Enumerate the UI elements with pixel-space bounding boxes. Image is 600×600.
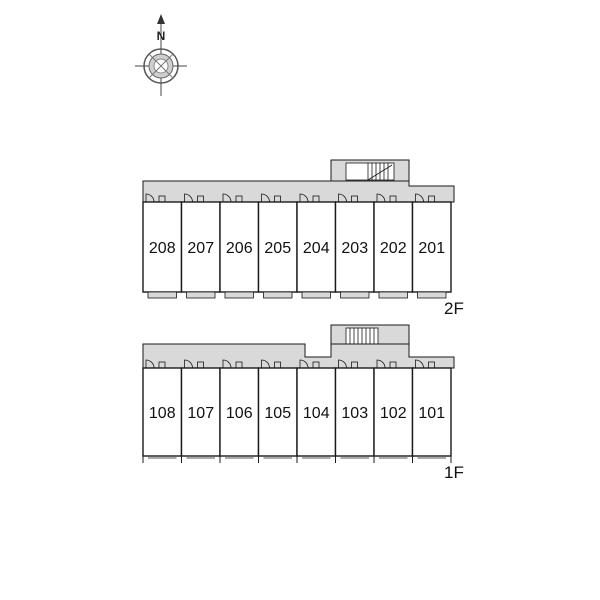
door-icon [222, 359, 232, 369]
unit-205: 205 [257, 193, 298, 299]
meter-icon [235, 195, 243, 203]
unit-101: 101 [411, 359, 452, 463]
door-icon [145, 193, 155, 203]
door-icon [376, 193, 386, 203]
unit-number: 208 [149, 240, 176, 257]
unit-number: 202 [380, 240, 407, 257]
unit-104: 104 [296, 359, 337, 463]
balcony [147, 291, 177, 299]
door-icon [415, 359, 424, 369]
door-icon [338, 193, 347, 203]
door-icon [299, 193, 309, 203]
unit-202: 202 [373, 193, 414, 299]
meter-icon [197, 361, 204, 369]
unit-201: 201 [411, 193, 452, 299]
door-icon [376, 359, 386, 369]
unit-106: 106 [219, 359, 260, 463]
unit-number: 207 [187, 240, 214, 257]
meter-icon [197, 195, 204, 203]
unit-number: 201 [418, 240, 445, 257]
balcony [186, 291, 216, 299]
meter-icon [312, 195, 320, 203]
unit-number: 204 [303, 240, 330, 257]
door-icon [338, 359, 347, 369]
unit-number: 203 [341, 240, 368, 257]
meter-icon [274, 361, 281, 369]
unit-208: 208 [142, 193, 183, 299]
balcony [224, 291, 254, 299]
balcony [378, 291, 408, 299]
meter-icon [274, 195, 281, 203]
unit-number: 105 [264, 405, 291, 422]
corridor-2f [142, 180, 455, 203]
unit-number: 205 [264, 240, 291, 257]
door-icon [415, 193, 424, 203]
unit-105: 105 [257, 359, 298, 463]
meter-icon [351, 361, 358, 369]
meter-icon [428, 361, 435, 369]
meter-icon [158, 361, 166, 369]
unit-203: 203 [334, 193, 375, 299]
unit-number: 107 [187, 405, 214, 422]
unit-207: 207 [180, 193, 221, 299]
balcony [417, 291, 447, 299]
floor-label-1f: 1F [444, 463, 464, 482]
floor-1f: 108 107 106 105 104 103 102 101 1F [142, 324, 464, 482]
stairs-icon [367, 163, 393, 181]
balcony [340, 291, 370, 299]
unit-number: 101 [418, 405, 445, 422]
door-icon [184, 193, 193, 203]
meter-icon [235, 361, 243, 369]
corridor-1f [142, 343, 455, 369]
compass-icon: N [135, 14, 187, 96]
unit-108: 108 [142, 359, 183, 463]
unit-number: 102 [380, 405, 407, 422]
balcony [263, 291, 293, 299]
north-label: N [157, 29, 166, 43]
stairs-icon [349, 328, 375, 344]
unit-number: 106 [226, 405, 253, 422]
meter-icon [158, 195, 166, 203]
unit-204: 204 [296, 193, 337, 299]
unit-number: 108 [149, 405, 176, 422]
unit-number: 206 [226, 240, 253, 257]
unit-103: 103 [334, 359, 375, 463]
door-icon [261, 359, 270, 369]
door-icon [299, 359, 309, 369]
door-icon [145, 359, 155, 369]
unit-206: 206 [219, 193, 260, 299]
meter-icon [312, 361, 320, 369]
door-icon [184, 359, 193, 369]
balcony [301, 291, 331, 299]
floor-label-2f: 2F [444, 299, 464, 318]
meter-icon [351, 195, 358, 203]
door-icon [261, 193, 270, 203]
unit-number: 104 [303, 405, 330, 422]
meter-icon [428, 195, 435, 203]
unit-number: 103 [341, 405, 368, 422]
meter-icon [389, 195, 397, 203]
floor-2f: 208 207 206 205 204 203 202 201 2F [142, 159, 464, 318]
door-icon [222, 193, 232, 203]
unit-107: 107 [180, 359, 221, 463]
meter-icon [389, 361, 397, 369]
unit-102: 102 [373, 359, 414, 463]
